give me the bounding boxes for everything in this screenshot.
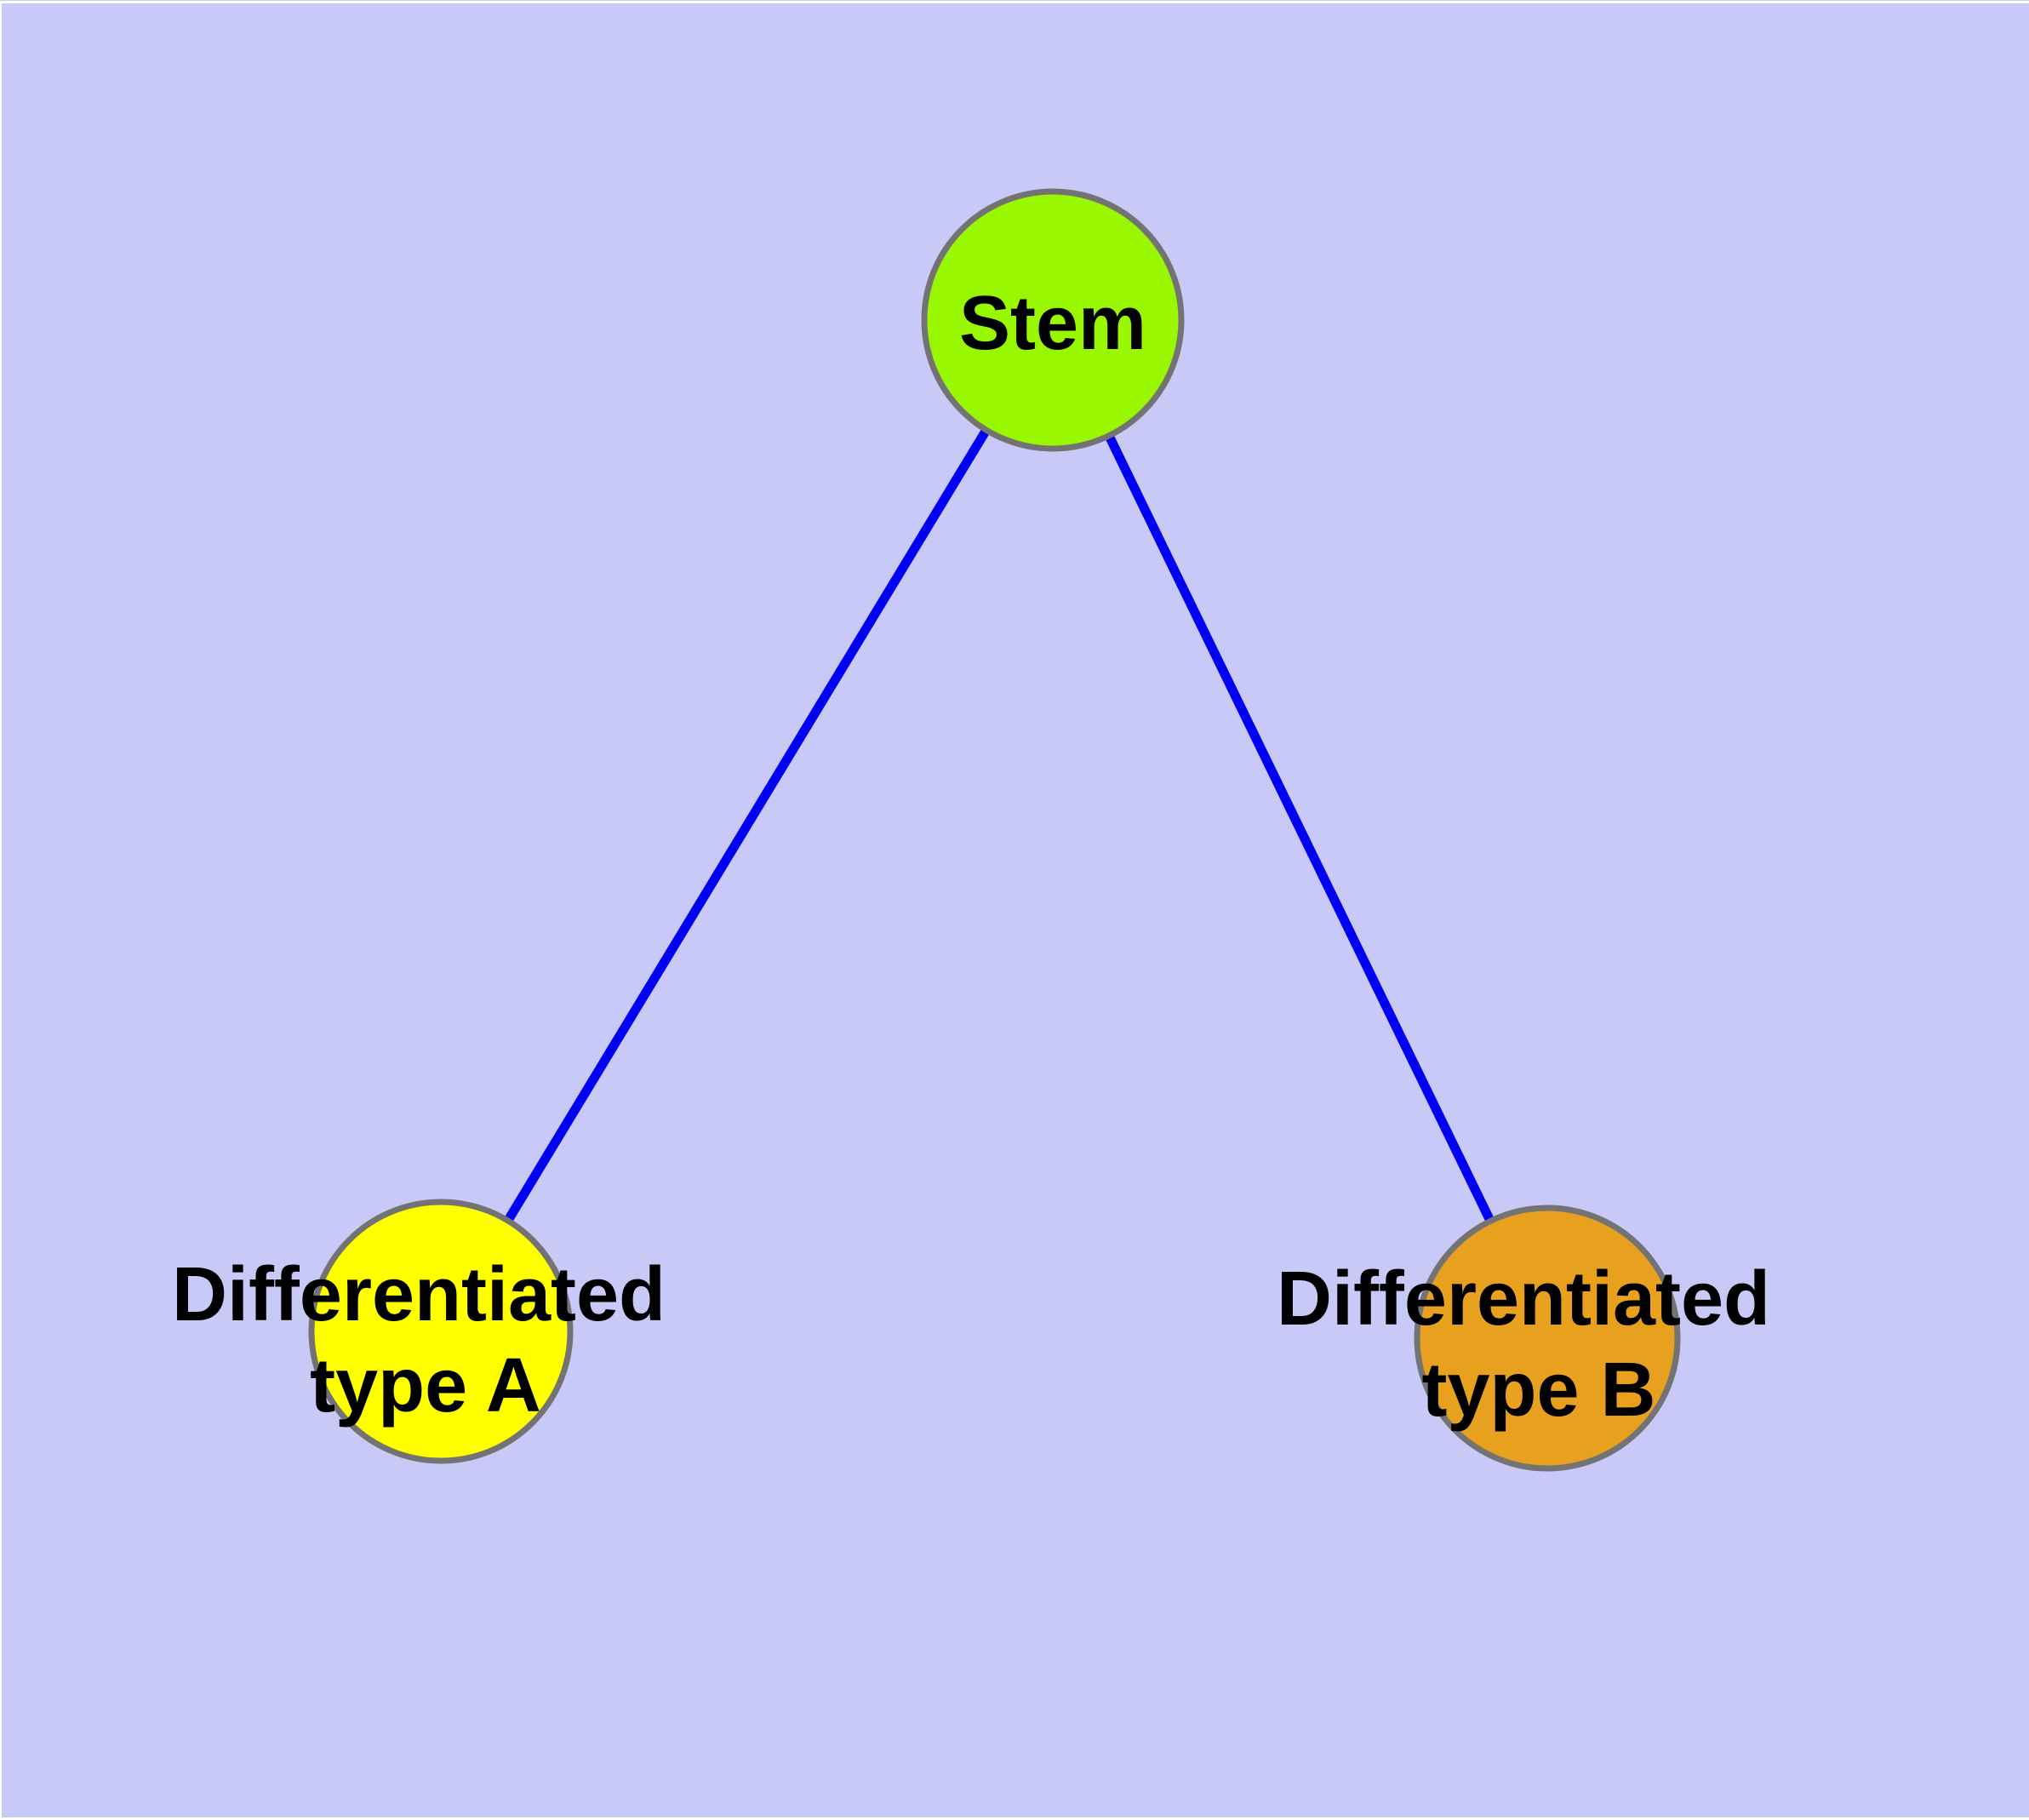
edge-stem-to-type-a bbox=[437, 318, 1057, 1334]
type-b-label-line1: Differentiated bbox=[1277, 1256, 1770, 1342]
type-b-label-line2: type B bbox=[1421, 1348, 1655, 1433]
type-a-node bbox=[308, 1199, 574, 1464]
type-a-label-line1: Differentiated bbox=[172, 1252, 666, 1337]
edge-stem-to-type-b bbox=[1049, 318, 1552, 1341]
type-b-node bbox=[1414, 1205, 1681, 1472]
stem-node-label: Stem bbox=[959, 281, 1146, 366]
stem-node bbox=[921, 188, 1185, 452]
type-a-label-line2: type A bbox=[310, 1343, 541, 1428]
